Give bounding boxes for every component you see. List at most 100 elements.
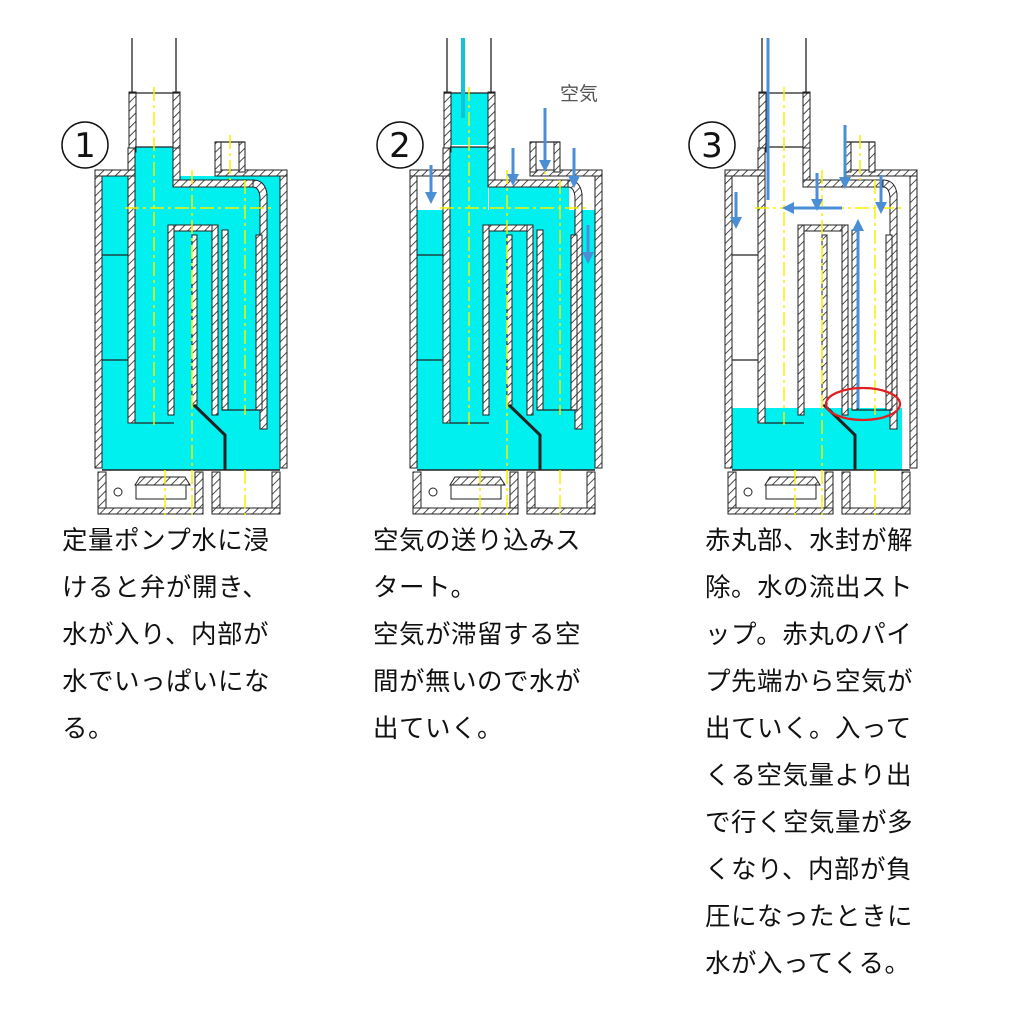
step-number-badge: 3: [688, 121, 736, 169]
wall: [797, 224, 849, 232]
arrows: [425, 38, 594, 264]
caption-line: ップ。赤丸のパイ: [705, 620, 913, 650]
wall: [841, 507, 911, 515]
wall: [487, 91, 496, 153]
wall: [724, 169, 766, 177]
valve-plate: [764, 476, 821, 486]
wall: [127, 147, 136, 424]
center-lines: [440, 87, 587, 515]
wall: [482, 224, 490, 416]
wall: [97, 507, 204, 515]
wall: [868, 141, 876, 173]
caption-line: 出ていく。: [373, 714, 504, 744]
caption: 空気の送り込みスタート。空気が滞留する空間が無いので水が出ていく。: [373, 518, 633, 753]
wall: [526, 507, 596, 515]
caption-line: 水が入ってくる。: [705, 949, 911, 979]
pump-body: [724, 38, 918, 515]
wall: [724, 172, 733, 469]
caption-line: 圧になったときに: [705, 902, 914, 932]
caption-line: プ先端から空気が: [705, 667, 914, 697]
caption-line: 除。水の流出スト: [705, 573, 914, 603]
wall: [409, 172, 418, 469]
step-panel-1: 1 定量ポンプ水に浸けると弁が開き、水が入り、内部が水でいっぱいになる。: [40, 0, 370, 1024]
wall: [526, 224, 534, 416]
step-number: 2: [389, 126, 411, 166]
wall: [172, 91, 181, 153]
valve-seat: [765, 484, 817, 500]
center-lines: [755, 87, 902, 515]
step-number-badge: 1: [61, 121, 109, 169]
wall: [797, 224, 805, 416]
valve-plate: [134, 476, 191, 486]
water-seal-highlight-circle: [824, 386, 902, 422]
air-label: 空気: [560, 83, 598, 105]
caption-line: で行く空気量が多: [705, 808, 914, 838]
wall: [758, 91, 767, 153]
wall: [211, 224, 219, 416]
step-number: 1: [74, 126, 96, 166]
wall: [482, 224, 534, 232]
diagonal-divider: [192, 403, 227, 470]
caption-line: 水が入り、内部が: [62, 620, 269, 650]
step-panel-2: 空気 2 空気の送り込みスタート。空気が滞留する空間が無いので水が出ていく。: [355, 0, 685, 1024]
wall: [279, 172, 288, 469]
valve-hinge: [428, 487, 438, 497]
wall: [214, 169, 288, 177]
wall: [172, 179, 254, 188]
caption: 定量ポンプ水に浸けると弁が開き、水が入り、内部が水でいっぱいになる。: [62, 518, 322, 753]
wall: [802, 179, 884, 188]
caption-line: 赤丸部、水封が解: [705, 526, 914, 556]
wall: [255, 234, 263, 411]
caption-line: る。: [62, 714, 115, 744]
wall: [94, 172, 103, 469]
valve-seat: [135, 484, 187, 500]
wall: [594, 172, 603, 469]
wall: [570, 234, 578, 411]
wall: [529, 169, 603, 177]
diagonal-divider: [507, 403, 542, 470]
step-number-badge: 2: [376, 121, 424, 169]
pump-cross-section-diagram-2: 空気 2: [376, 38, 603, 515]
caption-line: けると弁が開き、: [62, 573, 269, 603]
wall: [94, 169, 136, 177]
arrows: [730, 38, 887, 408]
wall: [727, 507, 834, 515]
wall: [529, 141, 537, 173]
step-number: 3: [701, 126, 723, 166]
wall: [802, 91, 811, 153]
pump-cross-section-diagram-3: 3: [688, 38, 918, 515]
valve-hinge: [113, 487, 123, 497]
valve-plate: [449, 476, 506, 486]
valve-seat: [450, 484, 502, 500]
step-panel-3: 3 赤丸部、水封が解除。水の流出ストップ。赤丸のパイプ先端から空気が出ていく。入…: [675, 0, 1005, 1024]
wall: [238, 141, 246, 173]
caption-line: 出ていく。入って: [705, 714, 912, 744]
wall: [443, 91, 452, 153]
caption-line: 空気が滞留する空: [373, 620, 582, 650]
wall: [211, 507, 281, 515]
wall: [757, 147, 766, 424]
wall: [885, 234, 893, 411]
wall: [412, 507, 519, 515]
wall: [128, 91, 137, 153]
caption-line: くなり、内部が負: [705, 855, 912, 885]
caption-line: 定量ポンプ水に浸: [62, 526, 270, 556]
wall: [442, 147, 451, 424]
pump-cross-section-diagram-1: 1: [61, 38, 288, 515]
caption-line: くる空気量より出: [705, 761, 912, 791]
wall: [536, 229, 544, 411]
wall: [167, 224, 219, 232]
caption-line: 間が無いので水が: [373, 667, 582, 697]
caption-line: 空気の送り込みス: [373, 526, 582, 556]
caption-line: タート。: [373, 573, 477, 603]
wall: [841, 224, 849, 416]
pump-body: [409, 38, 603, 515]
caption-line: 水でいっぱいにな: [62, 667, 271, 697]
valve-hinge: [743, 487, 753, 497]
wall: [221, 229, 229, 411]
wall: [214, 141, 222, 173]
wall: [553, 141, 561, 173]
center-lines: [125, 87, 272, 515]
wall: [167, 224, 175, 416]
caption: 赤丸部、水封が解除。水の流出ストップ。赤丸のパイプ先端から空気が出ていく。入って…: [705, 518, 965, 988]
